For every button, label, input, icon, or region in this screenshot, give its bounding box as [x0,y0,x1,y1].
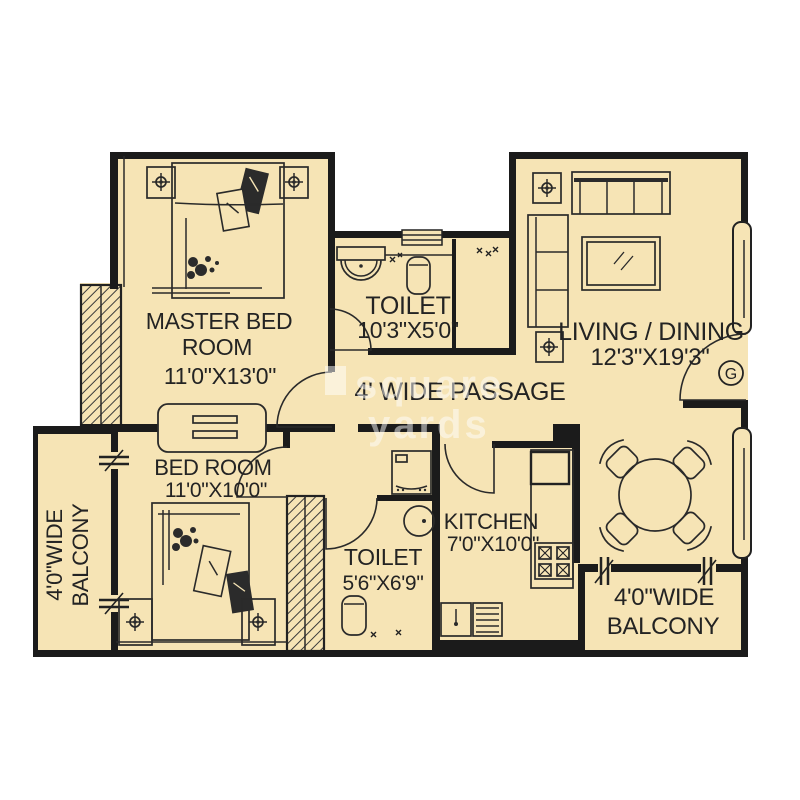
room-label-living-dining: LIVING / DINING 12'3"X19'3" [558,318,744,371]
room-label-balcony-right: 4'0"WIDE BALCONY [607,584,720,640]
watermark-text: yards [368,403,490,447]
stove-icon [534,542,574,580]
watermark-text: square [355,363,504,407]
master-toilet-fixtures [336,246,499,295]
common-toilet-fixtures [341,505,435,638]
sofa-icon [527,214,569,328]
service-ducts [79,283,326,653]
tap-icon [389,252,403,263]
chair-icon [598,512,639,553]
kitchen-counter-icon [530,449,574,589]
room-label-common-toilet: TOILET 5'6"X6'9" [343,544,424,595]
room-name: TOILET [344,544,423,570]
room-dims: 7'0"X10'0" [447,533,539,556]
room-labels: MASTER BED ROOM 11'0"X13'0" BED ROOM 11'… [42,292,744,640]
nightstand-icon [279,166,309,199]
room-label-master-toilet: TOILET 10'3"X5'0" [357,292,459,343]
door-swing-icon [329,308,372,351]
shower-icon [476,246,499,257]
vent-window-icon [401,229,443,246]
watermark-logo-icon [325,366,346,395]
double-bed-icon [152,162,285,299]
room-label-kitchen: KITCHEN 7'0"X10'0" [444,509,540,556]
room-dims: 11'0"X10'0" [165,479,267,502]
room-name: KITCHEN [444,509,538,534]
entrance-marker: G [718,360,744,386]
living-furniture [527,171,713,553]
ceiling-lamp-icon [285,173,303,191]
watermark: square yards [325,363,504,447]
toilet-wc-icon [406,256,431,295]
plant-icon [172,527,199,551]
french-window-icon [732,427,752,559]
room-dims: 10'3"X5'0" [357,317,459,343]
doors [236,308,747,550]
double-bed-icon [151,502,254,641]
wash-basin-icon [403,505,435,537]
wash-basin-icon [336,246,386,281]
tap-icon [370,629,402,638]
room-name: TOILET [365,292,450,320]
entrance-circle-icon [718,360,744,386]
sofa-icon [571,171,671,215]
ceiling-lamp-icon [249,613,267,631]
column-marker-icon [535,331,564,363]
room-name: 4'0"WIDE [614,584,714,611]
dining-table-icon [598,438,713,553]
ceiling-lamp-icon [126,613,144,631]
room-name: 4' WIDE PASSAGE [355,378,566,406]
washing-machine-icon [391,450,432,495]
room-label-master-bedroom: MASTER BED ROOM 11'0"X13'0" [146,308,293,389]
window-marker-icon [99,449,130,472]
nightstand-icon [118,598,153,646]
window-marker-icon [594,557,614,585]
wardrobe-icon [157,403,267,453]
entrance-door-swing-icon [679,333,747,401]
door-swing-icon [236,446,288,498]
ceiling-lamp-icon [152,173,170,191]
drainboard-icon [472,602,503,637]
room-label-passage: 4' WIDE PASSAGE [355,378,566,406]
room-dims: 12'3"X19'3" [591,344,710,371]
room-name: ROOM [182,334,252,360]
room-dims: 5'6"X6'9" [343,572,424,595]
window-marker-icon [697,557,717,585]
master-bedroom-furniture [146,162,309,453]
room-name: LIVING / DINING [558,318,744,346]
entrance-label: G [725,366,737,383]
room-name: MASTER BED [146,308,293,334]
door-swing-icon [444,443,495,494]
exterior-notch [335,146,509,234]
room-dims: 11'0"X13'0" [164,363,276,389]
windows [99,221,752,615]
room-name: 4'0"WIDE [42,509,67,601]
room-name: BALCONY [607,613,720,640]
window-marker-icon [99,592,130,615]
room-label-balcony-left: 4'0"WIDE BALCONY [42,503,93,607]
kitchen-fixtures [440,449,574,637]
room-name: BALCONY [68,503,93,607]
door-swing-icon [276,371,333,428]
refrigerator-icon [529,450,571,486]
chair-icon [672,511,713,552]
chair-icon [672,439,713,480]
coffee-table-icon [581,236,661,291]
toilet-wc-icon [341,595,367,636]
door-swing-icon [325,497,378,550]
room-label-bedroom: BED ROOM 11'0"X10'0" [154,455,272,502]
nightstand-icon [241,598,276,646]
column-marker-icon [532,172,562,204]
sink-icon [440,602,472,637]
chair-icon [598,438,639,479]
room-name: BED ROOM [154,455,271,480]
bedroom-furniture [118,502,276,646]
plant-icon [187,256,219,279]
nightstand-icon [146,166,176,199]
